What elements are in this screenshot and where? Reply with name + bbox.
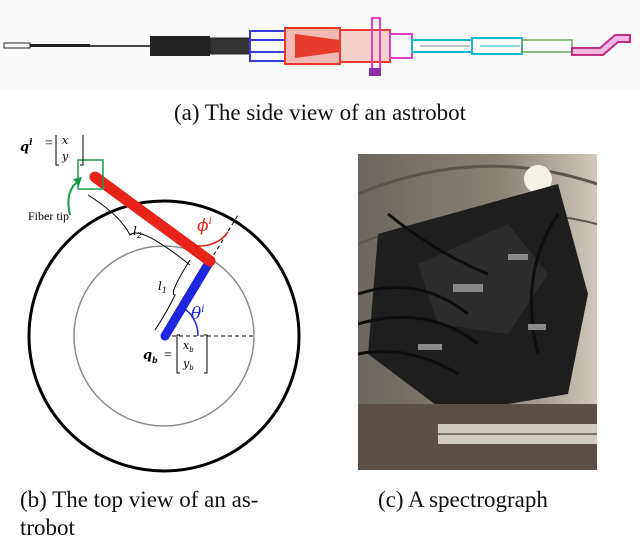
phi-label: ϕ xyxy=(197,216,209,236)
cable-bundle xyxy=(358,212,560,376)
phi-sup: i xyxy=(209,216,212,227)
caption-b: (b) The top view of an as- xyxy=(20,487,259,512)
svg-text:l2: l2 xyxy=(133,224,142,240)
fiber-tip-arrowhead xyxy=(73,177,82,186)
qb-label: q xyxy=(143,348,152,363)
qb-bracket-left xyxy=(176,334,180,374)
l2-label: l xyxy=(133,224,137,238)
first-arm xyxy=(160,256,215,341)
q-bracket-left xyxy=(55,135,59,166)
astrobot-side-view xyxy=(0,0,640,90)
dome-light xyxy=(524,165,552,193)
qb-vector-x-sub: b xyxy=(189,346,194,354)
second-arm xyxy=(89,171,216,267)
theta-arc xyxy=(181,306,199,337)
q-vector-x: x xyxy=(62,135,69,147)
q-equals: = xyxy=(45,136,53,151)
astrobot-top-view-diagram: qi = x y Fiber tip l2 l1 ϕi θi qb = xb y… xyxy=(20,135,301,473)
q-label: q xyxy=(20,140,29,155)
qb-bracket-right xyxy=(204,334,208,374)
phi-arc xyxy=(182,231,229,247)
svg-text:yb: yb xyxy=(182,357,194,372)
svg-text:l1: l1 xyxy=(158,279,167,295)
caption-c: (c) A spectrograph xyxy=(378,487,548,512)
spectrograph-photo xyxy=(358,154,597,470)
fiber-tip-box xyxy=(77,159,104,190)
svg-text:qi: qi xyxy=(20,138,33,155)
q-sup: i xyxy=(29,138,33,148)
spectrograph-panel xyxy=(418,224,548,334)
l2-sub: 2 xyxy=(136,231,142,240)
l2-brace xyxy=(87,194,191,266)
caption-b-continued: trobot xyxy=(20,515,75,540)
q-vector-y: y xyxy=(61,150,69,163)
qb-equals: = xyxy=(164,348,172,363)
theta-label: θ xyxy=(191,304,201,324)
qb-sub: b xyxy=(152,355,158,365)
qb-vector-x: x xyxy=(183,339,190,352)
l1-brace xyxy=(154,259,191,331)
svg-text:ϕi: ϕi xyxy=(197,216,212,236)
l1-sub: 1 xyxy=(162,286,167,295)
astrobot-cad-drawing xyxy=(3,17,631,76)
qb-vector-y: y xyxy=(182,357,190,370)
l1-label: l xyxy=(158,279,162,293)
dome-rib xyxy=(358,164,597,196)
qb-vector-y-sub: b xyxy=(189,364,194,372)
svg-text:qb: qb xyxy=(143,348,158,365)
outer-circle xyxy=(27,199,301,473)
arm-extension-line xyxy=(209,214,239,262)
caption-a: (a) The side view of an astrobot xyxy=(173,100,467,125)
fiber-tip-label: Fiber tip xyxy=(28,209,69,223)
svg-text:xb: xb xyxy=(183,339,194,354)
q-bracket-right xyxy=(80,135,84,166)
metal-highlights xyxy=(418,254,546,350)
svg-text:θi: θi xyxy=(191,304,204,324)
theta-sup: i xyxy=(201,304,204,315)
